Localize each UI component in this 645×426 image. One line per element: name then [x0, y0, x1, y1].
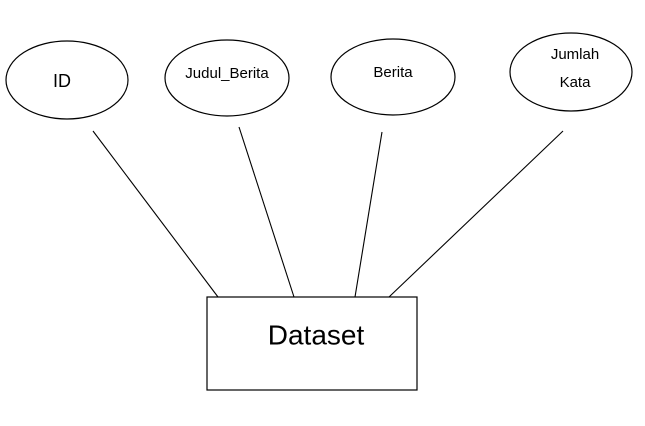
connector-id [92, 130, 219, 298]
attribute-jumlah-kata-label-line1: Jumlah [551, 46, 599, 63]
attribute-judul-berita-label: Judul_Berita [185, 65, 269, 82]
entity-dataset: Dataset [206, 296, 418, 391]
connector-berita [354, 131, 383, 298]
attribute-id-ellipse [5, 40, 129, 120]
attribute-jumlah-kata-label-line2: Kata [560, 74, 592, 91]
attribute-berita-ellipse [330, 38, 456, 116]
attribute-berita-label: Berita [373, 64, 413, 81]
entity-dataset-label: Dataset [268, 319, 365, 350]
attribute-jumlah-kata-ellipse [509, 32, 633, 112]
attribute-judul-berita-ellipse [164, 39, 290, 117]
connector-judul-berita [238, 126, 295, 298]
attribute-jumlah-kata: Jumlah Kata [509, 32, 633, 112]
attribute-id-label: ID [53, 71, 71, 91]
entity-dataset-box [206, 296, 418, 391]
attribute-id: ID [5, 40, 129, 120]
connector-jumlah-kata [388, 130, 564, 298]
attribute-berita: Berita [330, 38, 456, 116]
attribute-judul-berita: Judul_Berita [164, 39, 290, 117]
